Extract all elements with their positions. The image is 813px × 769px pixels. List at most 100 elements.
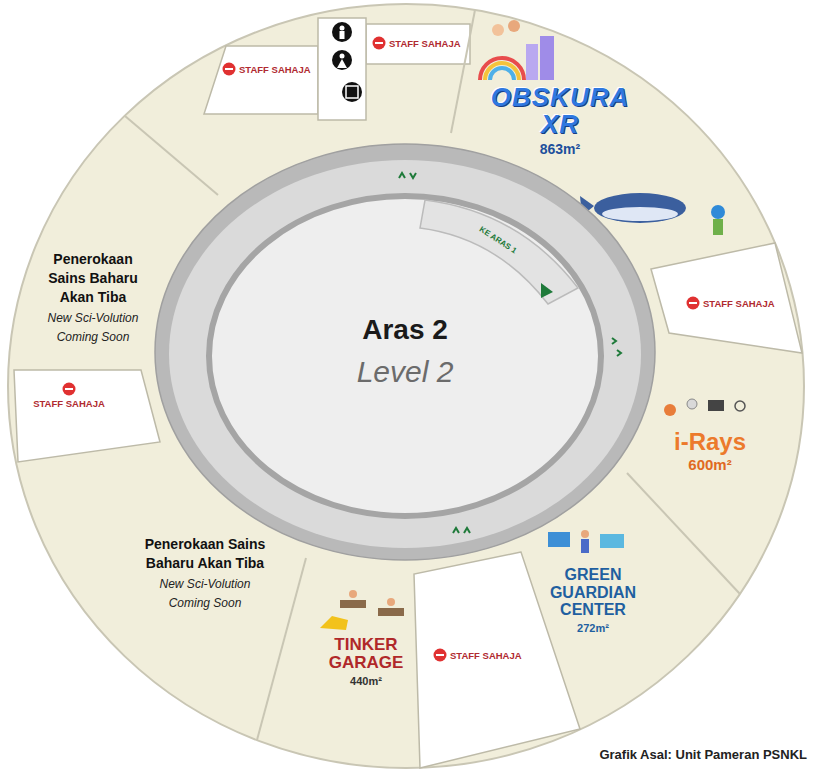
restroom-icon bbox=[332, 50, 352, 70]
room-name: TINKER GARAGE bbox=[316, 636, 416, 672]
wall bbox=[125, 116, 218, 195]
upcoming-room: Penerokaan Sains Baharu Akan TibaNew Sci… bbox=[36, 250, 150, 347]
chevron bbox=[464, 528, 470, 533]
no-entry-disc bbox=[373, 37, 386, 50]
no-entry-icon bbox=[372, 36, 386, 50]
no-entry-icon bbox=[62, 382, 76, 396]
lift-symbol bbox=[346, 86, 358, 98]
staff-room-label: STAFF SAHAJA bbox=[25, 382, 113, 409]
floor-subtitle: Level 2 bbox=[357, 355, 454, 389]
staff-room-label: STAFF SAHAJA bbox=[372, 36, 461, 50]
no-entry-icon bbox=[686, 296, 700, 310]
icon bbox=[664, 404, 676, 416]
no-entry-bar bbox=[65, 388, 73, 390]
no-entry-bar bbox=[436, 654, 444, 656]
room-subtitle: New Sci-Volution Coming Soon bbox=[38, 309, 148, 347]
chevron bbox=[410, 173, 416, 178]
toy-car bbox=[320, 616, 348, 630]
whale bbox=[594, 193, 686, 223]
staff-room bbox=[14, 370, 160, 462]
climber-helmet bbox=[711, 205, 725, 219]
staff-room-label: STAFF SAHAJA bbox=[686, 296, 775, 310]
ramp-arrow bbox=[541, 283, 553, 298]
no-entry-disc bbox=[434, 649, 447, 662]
rainbow bbox=[480, 58, 524, 80]
whale-belly bbox=[602, 207, 678, 221]
icon bbox=[581, 539, 589, 553]
service-room bbox=[318, 18, 366, 120]
wall bbox=[451, 10, 475, 133]
person bbox=[349, 590, 357, 598]
room-subtitle: New Sci-Volution Coming Soon bbox=[150, 575, 260, 613]
chevron bbox=[399, 173, 405, 178]
staff-rooms bbox=[14, 18, 802, 768]
irays-icons bbox=[664, 399, 745, 416]
no-entry-disc bbox=[687, 297, 700, 310]
room-name: Penerokaan Sains Baharu Akan Tiba bbox=[36, 250, 150, 307]
figure-head bbox=[340, 26, 345, 31]
icon bbox=[708, 400, 724, 411]
desk bbox=[378, 608, 404, 616]
staff-room bbox=[366, 24, 470, 64]
room-name: OBSKURA XR bbox=[490, 84, 630, 139]
floor-outline bbox=[8, 4, 804, 768]
chevron bbox=[612, 338, 616, 344]
figure-body bbox=[337, 59, 347, 68]
building bbox=[526, 44, 538, 80]
gallery-wall bbox=[155, 144, 655, 560]
child bbox=[508, 20, 520, 32]
icon bbox=[735, 401, 745, 411]
restroom-icons bbox=[332, 22, 362, 102]
no-entry-bar bbox=[375, 42, 383, 44]
rainbow bbox=[485, 63, 519, 80]
exhibit-room: GREEN GUARDIAN CENTER 272m² bbox=[538, 566, 648, 634]
direction-chevrons bbox=[399, 173, 621, 533]
building bbox=[540, 36, 554, 80]
upcoming-room: Penerokaan Sains Baharu Akan TibaNew Sci… bbox=[130, 535, 280, 613]
no-entry-bar bbox=[225, 68, 233, 70]
icon bbox=[600, 534, 624, 548]
desk bbox=[340, 600, 366, 608]
no-entry-bar bbox=[689, 302, 697, 304]
icon bbox=[581, 530, 589, 538]
restroom-icon bbox=[332, 22, 352, 42]
exhibit-room: OBSKURA XR 863m² bbox=[490, 84, 630, 157]
staff-room-label: STAFF SAHAJA bbox=[222, 62, 311, 76]
exhibit-room: i-Rays600m² bbox=[660, 428, 760, 473]
room-name: STAFF SAHAJA bbox=[389, 38, 461, 49]
chevron bbox=[617, 350, 621, 356]
lift-icon bbox=[342, 82, 362, 102]
green-guardian-icons bbox=[548, 530, 624, 553]
icon bbox=[687, 399, 697, 409]
staff-room bbox=[651, 243, 802, 353]
figure-head bbox=[340, 54, 345, 59]
room-dividers bbox=[125, 10, 740, 740]
no-entry-icon bbox=[433, 648, 447, 662]
floor-title: Aras 2 bbox=[362, 314, 448, 346]
figure-body bbox=[340, 31, 345, 39]
child bbox=[492, 24, 504, 36]
area-value: 863m² bbox=[490, 141, 630, 157]
room-name: STAFF SAHAJA bbox=[239, 64, 311, 75]
area-value: 272m² bbox=[538, 622, 648, 634]
no-entry-disc bbox=[63, 383, 76, 396]
chevron bbox=[453, 528, 459, 533]
wall bbox=[627, 473, 740, 594]
area-value: 440m² bbox=[316, 675, 416, 687]
wall bbox=[257, 558, 306, 740]
person bbox=[387, 598, 395, 606]
room-name: i-Rays bbox=[660, 428, 760, 456]
room-name: Penerokaan Sains Baharu Akan Tiba bbox=[130, 535, 280, 573]
walkway bbox=[169, 160, 641, 548]
no-entry-icon bbox=[222, 62, 236, 76]
atrium bbox=[209, 196, 601, 516]
rainbow bbox=[490, 68, 514, 80]
area-value: 600m² bbox=[660, 456, 760, 473]
ramp bbox=[420, 200, 578, 304]
room-name: GREEN GUARDIAN CENTER bbox=[538, 566, 648, 619]
icon bbox=[548, 532, 570, 547]
room-name: STAFF SAHAJA bbox=[703, 298, 775, 309]
staff-room bbox=[204, 46, 318, 114]
no-entry-disc bbox=[223, 63, 236, 76]
